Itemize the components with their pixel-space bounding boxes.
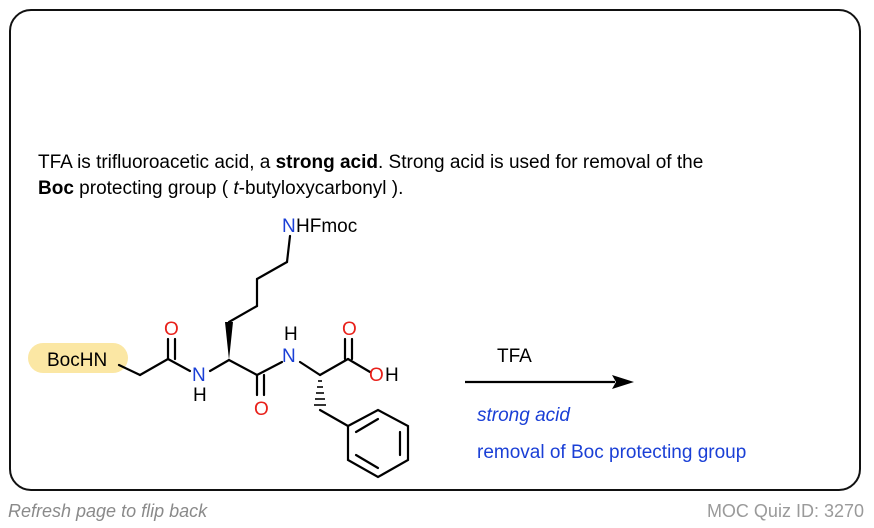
molecule-bonds (117, 234, 410, 479)
hydroxyl-oxygen: O (369, 365, 384, 386)
fmoc-label: HFmoc (296, 216, 357, 237)
note-removal: removal of Boc protecting group (477, 442, 747, 463)
amide-hydrogen-1: H (193, 385, 207, 406)
explanation-text-part: TFA is trifluoroacetic acid, a (38, 152, 276, 173)
explanation-line-1: TFA is trifluoroacetic acid, a strong ac… (38, 150, 838, 176)
side-chain-nitrogen: N (282, 216, 296, 237)
explanation-text-part: -butyloxycarbonyl ). (238, 178, 404, 199)
question-card (9, 9, 861, 491)
explanation-text-part: . Strong acid is used for removal of the (378, 152, 704, 173)
lys-wedge-bond (225, 322, 233, 360)
amide-nitrogen-1: N (192, 365, 206, 386)
explanation-text: TFA is trifluoroacetic acid, a strong ac… (38, 150, 838, 202)
explanation-text-part: protecting group ( (73, 178, 234, 199)
lys-carbonyl-oxygen: O (254, 399, 269, 420)
bochn-label: BocHN (47, 350, 107, 371)
strong-acid-term: strong acid (275, 152, 378, 173)
arrow-head-icon (612, 375, 634, 389)
acid-carbonyl-oxygen: O (342, 319, 357, 340)
quiz-id: MOC Quiz ID: 3270 (706, 501, 864, 521)
gly-carbonyl-oxygen: O (164, 319, 179, 340)
tert-prefix: t (233, 178, 239, 199)
amide-nitrogen-2: N (282, 346, 296, 367)
boc-highlight (28, 343, 128, 373)
reagent-label: TFA (497, 346, 532, 367)
explanation-line-2: Boc protecting group ( t-butyloxycarbony… (38, 176, 838, 202)
phe-hash-bond (314, 380, 326, 406)
boc-term: Boc (38, 178, 74, 199)
refresh-hint: Refresh page to flip back (8, 501, 208, 521)
amide-hydrogen-2: H (284, 324, 298, 345)
note-strong-acid: strong acid (477, 405, 570, 426)
hydroxyl-hydrogen: H (385, 365, 399, 386)
